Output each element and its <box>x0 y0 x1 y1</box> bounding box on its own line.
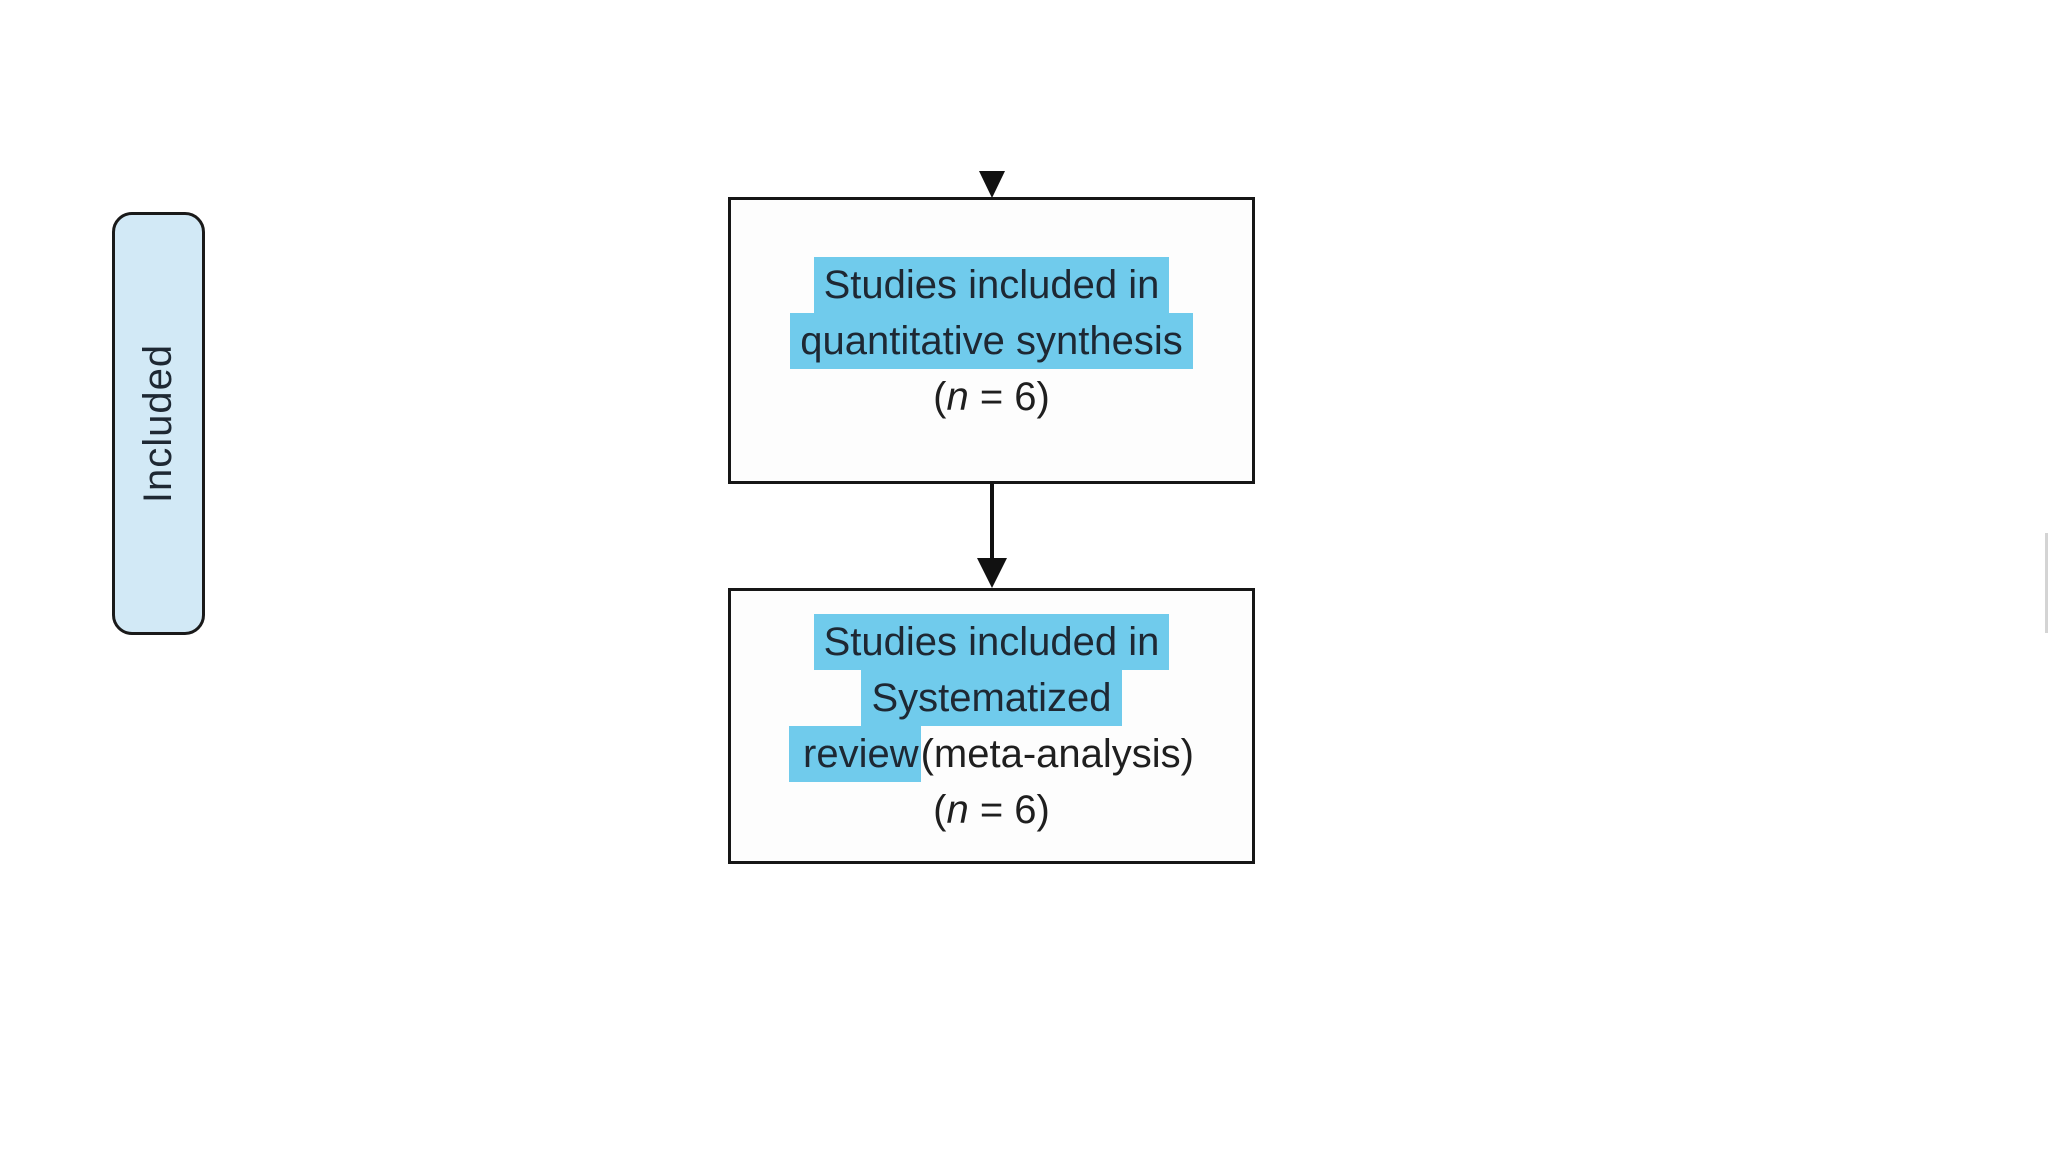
cropped-box-edge-artifact <box>2045 533 2048 633</box>
box-line: Systematized <box>861 670 1122 726</box>
highlighted-text: Studies included in <box>813 256 1170 313</box>
box-systematized-review: Studies included in Systematized review(… <box>728 588 1255 864</box>
box-line: review(meta-analysis) <box>789 726 1194 782</box>
arrow-down-icon <box>977 558 1007 588</box>
box-line: Studies included in <box>813 614 1170 670</box>
highlighted-text: review <box>789 726 921 782</box>
count-label: (n = 6) <box>933 788 1050 832</box>
n-variable: n <box>946 374 969 419</box>
highlighted-text: quantitative synthesis <box>790 312 1193 369</box>
n-variable: n <box>946 788 969 832</box>
highlighted-text: Studies included in <box>813 614 1170 670</box>
box-line: Studies included in <box>813 256 1170 313</box>
connector-line <box>990 484 994 562</box>
plain-text: (meta-analysis) <box>920 732 1194 776</box>
box-quantitative-synthesis: Studies included in quantitative synthes… <box>728 197 1255 484</box>
highlighted-text: Systematized <box>861 670 1122 726</box>
stage-label-included: Included <box>112 212 205 635</box>
arrow-down-icon <box>979 171 1005 198</box>
stage-label-text: Included <box>136 343 181 504</box>
box-line: quantitative synthesis <box>790 312 1193 369</box>
count-label: (n = 6) <box>933 374 1050 419</box>
